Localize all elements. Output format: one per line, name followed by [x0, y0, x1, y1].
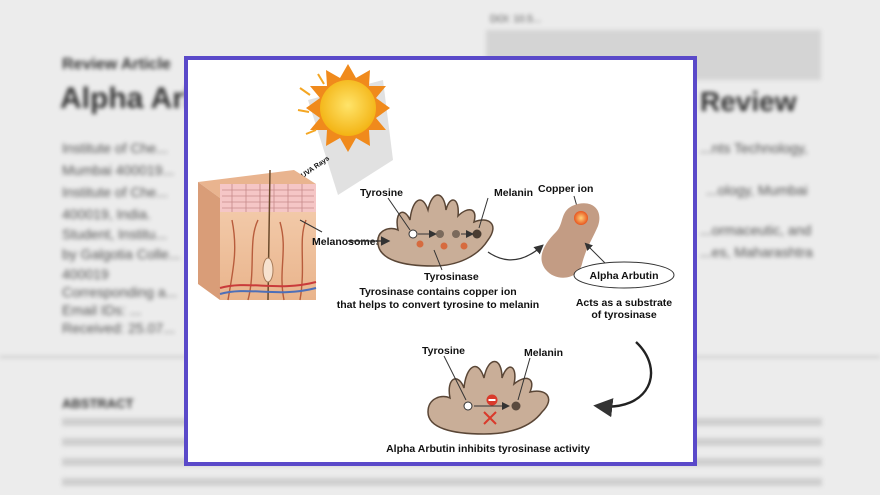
tyrosine-molecule: [408, 229, 418, 239]
uva-rays-label: UVA Rays: [300, 155, 331, 180]
tyrosine-bottom-label: Tyrosine: [422, 345, 465, 357]
figure-frame: UVA Rays Melanosomes: [184, 56, 697, 466]
copper-site: [460, 242, 468, 250]
copper-site: [416, 240, 424, 248]
cycle-arrow: [593, 341, 653, 418]
alpha-arbutin-pointer: [584, 242, 609, 267]
hair-follicle: [262, 257, 274, 283]
tyrosinase-enzyme-top: [377, 194, 494, 267]
copper-ion-label: Copper ion: [538, 183, 593, 195]
skin-cross-section: [198, 169, 317, 301]
affiliation-line: 400019, India.: [62, 206, 151, 222]
melanin-bottom-pointer: [517, 357, 531, 401]
affiliation-line: by Galgotia Colle...: [62, 246, 181, 262]
alpha-arbutin-oval: [573, 261, 675, 289]
right-fragment: ...nts Technology,: [700, 140, 808, 156]
copper-ion-icon: [574, 211, 588, 225]
affiliation-line: Corresponding a...: [62, 284, 178, 300]
sun-icon: [306, 64, 390, 152]
blocked-x-icon: [483, 411, 497, 425]
affiliation-line: Institute of Che...: [62, 140, 168, 156]
tyrosinase-caption-line-1: Tyrosinase contains copper ion: [359, 286, 516, 298]
ray-lines: [297, 73, 325, 135]
affiliation-line: Mumbai 400019...: [62, 162, 175, 178]
affiliation-line: 400019: [62, 266, 109, 282]
substrate-caption-line-2: of tyrosinase: [591, 309, 657, 321]
tyrosine-top-pointer: [387, 197, 411, 231]
tyrosinase-pointer: [433, 249, 443, 271]
tyrosinase-label: Tyrosinase: [424, 271, 479, 283]
tyrosinase-caption-line-2: that helps to convert tyrosine to melani…: [337, 299, 539, 311]
tyrosine-top-label: Tyrosine: [360, 187, 403, 199]
copper-site: [440, 242, 448, 250]
inhibit-caption: Alpha Arbutin inhibits tyrosinase activi…: [386, 443, 590, 455]
abstract-heading: ABSTRACT: [62, 396, 134, 411]
alpha-arbutin-label: Alpha Arbutin: [589, 270, 658, 282]
intermediate-molecule: [436, 230, 444, 238]
vein-blue: [219, 287, 317, 295]
affiliation-line: Student, Institu...: [62, 226, 168, 242]
intermediate-molecule: [452, 230, 460, 238]
affiliation-line: Institute of Che...: [62, 184, 168, 200]
melanin-top-label: Melanin: [494, 187, 533, 199]
affiliation-line: Email IDs: ...: [62, 302, 142, 318]
abstract-line: [62, 478, 822, 486]
tyrosine-bottom-pointer: [443, 355, 467, 401]
melanosomes-label: Melanosomes: [312, 236, 382, 248]
tyrosine-molecule: [463, 401, 473, 411]
melanin-molecule: [472, 229, 482, 239]
melanosomes-pointer: [299, 219, 323, 233]
right-fragment: ...es, Maharashtra: [700, 244, 813, 260]
melanin-top-pointer: [478, 197, 489, 229]
article-title-suffix: Review: [700, 86, 797, 117]
right-fragment: ...ology, Mumbai: [706, 182, 808, 198]
enzyme-to-copper-arrow: [487, 244, 544, 261]
melanin-molecule: [511, 401, 521, 411]
cell-pattern: [222, 184, 314, 212]
tyrosinase-enzyme-bottom: [427, 360, 550, 435]
skin-front-face: [198, 182, 220, 300]
doi-text: DOI: 10.5...: [490, 14, 542, 25]
melanin-bottom-label: Melanin: [524, 347, 563, 359]
right-fragment: ...ormaceutic, and: [700, 222, 812, 238]
mechanism-diagram: UVA Rays Melanosomes: [198, 64, 675, 455]
vein-red: [219, 281, 317, 289]
substrate-caption-line-1: Acts as a substrate: [576, 297, 672, 309]
article-type: Review Article: [62, 56, 171, 73]
epidermis-layer: [220, 184, 316, 212]
sun-group: UVA Rays: [297, 64, 393, 195]
affiliation-line: Received: 25.07...: [62, 320, 175, 336]
